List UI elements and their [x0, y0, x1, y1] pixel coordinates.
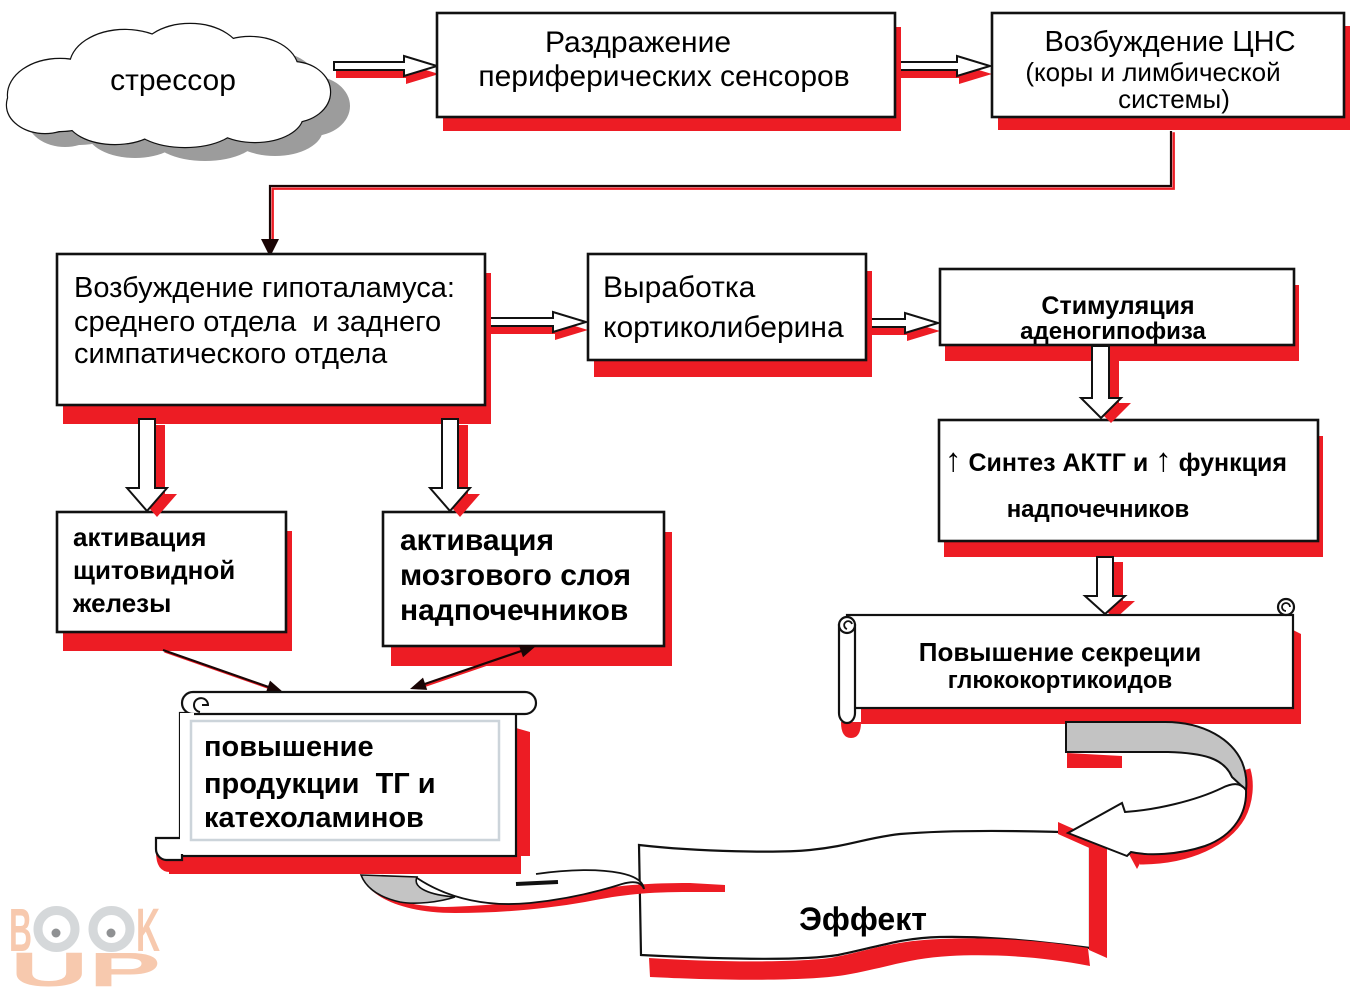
svg-text:глюкокортикоидов: глюкокортикоидов	[948, 667, 1172, 694]
svg-text:Эффект: Эффект	[799, 901, 927, 937]
svg-text:аденогипофиза: аденогипофиза	[1020, 318, 1206, 345]
svg-text:Выработка: Выработка	[603, 271, 756, 304]
svg-text:среднего отдела и заднего: среднего отдела и заднего	[74, 306, 441, 338]
svg-text:периферических сенсоров: периферических сенсоров	[478, 60, 849, 93]
svg-text:симпатического отдела: симпатического отдела	[74, 338, 388, 370]
svg-text:UP: UP	[10, 944, 161, 995]
svg-text:Возбуждение гипоталамуса:: Возбуждение гипоталамуса:	[74, 272, 455, 304]
svg-text:Стимуляция: Стимуляция	[1041, 292, 1194, 320]
svg-text:B: B	[9, 896, 32, 964]
svg-text:активация: активация	[73, 522, 206, 552]
svg-text:(коры и лимбической: (коры и лимбической	[1025, 57, 1280, 87]
svg-text:активация: активация	[400, 524, 554, 557]
svg-text:катехоламинов: катехоламинов	[204, 802, 424, 834]
svg-text:надпочечников: надпочечников	[400, 594, 628, 627]
svg-text:K: K	[136, 896, 160, 964]
svg-text:стрессор: стрессор	[110, 64, 236, 97]
svg-text:щитовидной: щитовидной	[73, 555, 235, 585]
svg-text:повышение: повышение	[204, 731, 374, 763]
svg-text:Раздражение: Раздражение	[545, 26, 731, 59]
svg-text:надпочечников: надпочечников	[1007, 496, 1190, 523]
svg-text:Повышение секреции: Повышение секреции	[919, 637, 1201, 667]
svg-text:Возбуждение ЦНС: Возбуждение ЦНС	[1044, 26, 1295, 58]
svg-text:системы): системы)	[1118, 84, 1230, 114]
svg-text:кортиколиберина: кортиколиберина	[603, 311, 844, 344]
svg-text:мозгового слоя: мозгового слоя	[400, 559, 631, 592]
svg-text:продукции ТГ и: продукции ТГ и	[204, 768, 436, 800]
svg-text:железы: железы	[72, 588, 171, 618]
